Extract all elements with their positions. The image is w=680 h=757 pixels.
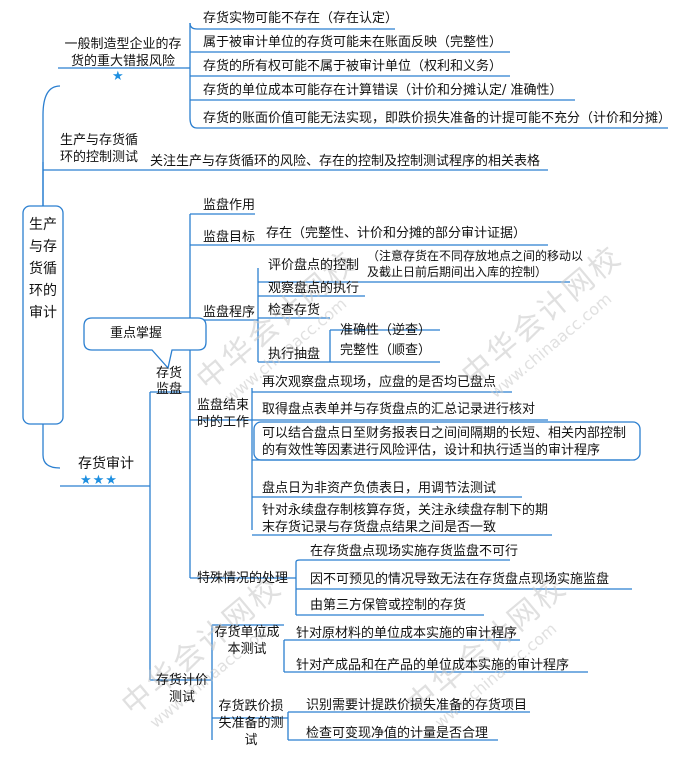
unit-cost-item-2: 针对产成品和在产品的单位成本实施的审计程序 bbox=[296, 658, 570, 673]
control-item: 关注生产与存货循环的风险、存在的控制及控制测试程序的相关表格 bbox=[150, 154, 541, 169]
star-icon: ★ bbox=[112, 69, 125, 84]
goal-label: 监盘目标 bbox=[203, 230, 256, 245]
risk-item-5: 存货的账面价值可能无法实现，即跌价损失准备的计提可能不充分（计价和分摊） bbox=[203, 111, 672, 126]
procedure-evaluate-note: （注意存货在不同存放地点之间的移动以及截止日前后期间出入库的控制） bbox=[367, 249, 584, 279]
special-item-3: 由第三方保管或控制的存货 bbox=[310, 598, 467, 613]
risk-item-2: 属于被审计单位的存货可能未在账面反映（完整性） bbox=[203, 35, 503, 50]
procedure-accuracy: 准确性（逆查） bbox=[340, 323, 432, 338]
end-item-1: 再次观察盘点现场，应盘的是否均已盘点 bbox=[262, 375, 497, 390]
audit-label: 存货审计 bbox=[78, 456, 134, 472]
long-text-bubble bbox=[253, 421, 641, 461]
risk-item-1: 存货实物可能不存在（存在认定） bbox=[203, 11, 399, 26]
end-item-5: 针对永续盘存制核算存货，关注永续盘存制下的期末存货记录与存货盘点结果之间是否一致 bbox=[262, 503, 549, 535]
three-stars-icon: ★★★ bbox=[80, 473, 118, 488]
impairment-label: 存货跌价损失准备的测试 bbox=[218, 699, 284, 748]
control-label: 生产与存货循环的控制测试 bbox=[60, 133, 139, 165]
goal-item: 存在（完整性、计价和分摊的部分审计证据） bbox=[266, 226, 527, 241]
end-label: 监盘结束时的工作 bbox=[197, 398, 250, 430]
root-label: 生产与存货循环的审计 bbox=[29, 217, 57, 321]
callout-text: 重点掌握 bbox=[110, 326, 163, 341]
procedure-label: 监盘程序 bbox=[203, 305, 256, 320]
risk-label: 一般制造型企业的存货的重大错报风险 bbox=[64, 37, 182, 69]
special-item-2: 因不可预见的情况导致无法在存货盘点现场实施监盘 bbox=[310, 572, 610, 587]
procedure-observe: 观察盘点的执行 bbox=[268, 281, 360, 296]
impairment-item-1: 识别需要计提跌价损失准备的存货项目 bbox=[306, 698, 528, 713]
impairment-item-2: 检查可变现净值的计量是否合理 bbox=[306, 726, 489, 741]
valuation-label: 存货计价测试 bbox=[155, 673, 208, 705]
risk-item-3: 存货的所有权可能不属于被审计单位（权利和义务） bbox=[203, 59, 503, 74]
special-label: 特殊情况的处理 bbox=[197, 571, 289, 586]
special-item-1: 在存货盘点现场实施存货监盘不可行 bbox=[310, 544, 519, 559]
spine-line bbox=[42, 85, 61, 206]
count-role: 监盘作用 bbox=[203, 198, 256, 213]
procedure-sample: 执行抽盘 bbox=[268, 347, 321, 362]
unit-cost-label: 存货单位成本测试 bbox=[214, 625, 280, 657]
risk-item-4: 存货的单位成本可能存在计算错误（计价和分摊认定/ 准确性） bbox=[203, 83, 563, 98]
end-item-4: 盘点日为非资产负债表日，用调节法测试 bbox=[262, 481, 497, 496]
procedure-check: 检查存货 bbox=[268, 303, 321, 318]
count-label: 存货监盘 bbox=[156, 366, 183, 397]
end-item-3: 可以结合盘点日至财务报表日之间间隔期的长短、相关内部控制的有效性等因素进行风险评… bbox=[262, 426, 627, 458]
unit-cost-item-1: 针对原材料的单位成本实施的审计程序 bbox=[296, 626, 518, 641]
callout-bubble bbox=[83, 317, 207, 370]
end-item-2: 取得盘点表单并与存货盘点的汇总记录进行核对 bbox=[262, 402, 536, 417]
procedure-evaluate: 评价盘点的控制 bbox=[268, 258, 360, 273]
procedure-completeness: 完整性（顺查） bbox=[340, 343, 432, 358]
